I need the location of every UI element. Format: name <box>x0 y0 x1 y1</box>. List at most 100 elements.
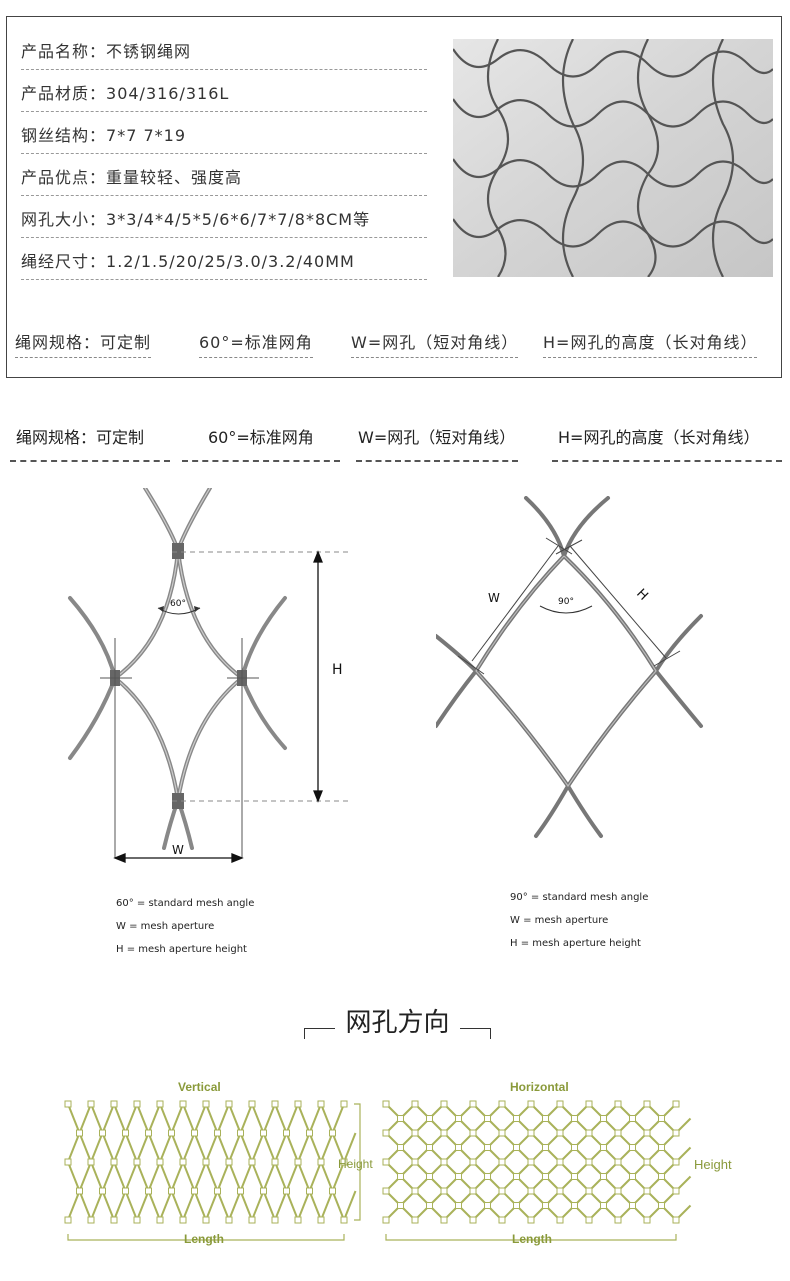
divider <box>182 460 340 462</box>
mesh-node <box>571 1115 578 1122</box>
legend-left: 60° = standard mesh angle W = mesh apert… <box>116 892 254 961</box>
mesh-node <box>672 1216 680 1224</box>
mesh-node <box>672 1187 680 1195</box>
angle-label: 90° <box>558 597 574 607</box>
mesh-node <box>306 1129 313 1137</box>
title-bracket <box>460 1028 491 1039</box>
mesh-node <box>248 1216 256 1224</box>
mesh-node <box>571 1144 578 1151</box>
divider <box>356 460 518 462</box>
mesh-node <box>600 1202 607 1209</box>
divider <box>10 460 170 462</box>
mesh-node <box>455 1115 462 1122</box>
spec-footer-custom: 绳网规格：可定制 <box>15 329 152 358</box>
mesh-node <box>64 1216 72 1224</box>
mesh-node <box>317 1100 325 1108</box>
junction-knot <box>172 543 184 559</box>
spec-value: 3*3/4*4/5*5/6*6/7*7/8*8CM等 <box>106 210 371 229</box>
spec-key: 产品材质： <box>21 84 107 103</box>
title-bracket <box>304 1028 335 1039</box>
mesh-node <box>455 1144 462 1151</box>
mesh-node <box>411 1187 419 1195</box>
vertical-height-label: Height <box>338 1157 373 1171</box>
mesh-node <box>271 1158 279 1166</box>
spec-value: 7*7 7*19 <box>106 126 186 145</box>
mesh-node <box>527 1100 535 1108</box>
h-label: H <box>332 662 343 678</box>
mesh-node <box>542 1173 549 1180</box>
mesh-node <box>585 1158 593 1166</box>
mesh-node <box>455 1173 462 1180</box>
mesh-node <box>294 1158 302 1166</box>
legend-h: H = mesh aperture height <box>116 944 247 955</box>
spec-footer: 绳网规格：可定制 60°=标准网角 W=网孔（短对角线） H=网孔的高度（长对角… <box>13 323 775 359</box>
legend-right: 90° = standard mesh angle W = mesh apert… <box>510 886 648 955</box>
mesh-node <box>110 1158 118 1166</box>
mesh-node <box>643 1158 651 1166</box>
legend-h: H = mesh aperture height <box>510 938 641 949</box>
mesh-node <box>225 1158 233 1166</box>
mesh-node <box>99 1129 106 1137</box>
legend-angle: 60° = standard mesh angle <box>116 898 255 909</box>
w-label: W <box>488 591 500 605</box>
mesh-node <box>340 1100 348 1108</box>
mesh-node <box>99 1187 106 1195</box>
spec-key: 钢丝结构： <box>21 126 107 145</box>
direction-title: 网孔方向 <box>300 1002 495 1042</box>
header2-h: H=网孔的高度（长对角线） <box>558 428 760 447</box>
mesh-node <box>469 1129 477 1137</box>
spec-key: 网孔大小： <box>21 210 107 229</box>
mesh-node <box>571 1202 578 1209</box>
mesh-node <box>469 1187 477 1195</box>
mesh-node <box>411 1158 419 1166</box>
mesh-node <box>426 1115 433 1122</box>
mesh-node <box>498 1100 506 1108</box>
mesh-node <box>469 1216 477 1224</box>
mesh-node <box>527 1129 535 1137</box>
mesh-node <box>426 1173 433 1180</box>
angle-label: 60° <box>170 599 186 609</box>
mesh-node <box>214 1129 221 1137</box>
mesh-node <box>658 1144 665 1151</box>
mesh-node <box>214 1187 221 1195</box>
mesh-node <box>317 1158 325 1166</box>
mesh-node <box>658 1202 665 1209</box>
mesh-node <box>179 1100 187 1108</box>
mesh-node <box>469 1100 477 1108</box>
mesh-node <box>156 1158 164 1166</box>
mesh-node <box>64 1100 72 1108</box>
mesh-node <box>271 1216 279 1224</box>
mesh-node <box>426 1202 433 1209</box>
mesh-node <box>585 1100 593 1108</box>
mesh-node <box>484 1144 491 1151</box>
legend-angle: 90° = standard mesh angle <box>510 892 649 903</box>
mesh-node <box>498 1216 506 1224</box>
mesh-node <box>397 1173 404 1180</box>
w-label: W <box>172 843 184 857</box>
mesh-node <box>672 1100 680 1108</box>
mesh-node <box>248 1100 256 1108</box>
mesh-node <box>294 1216 302 1224</box>
mesh-node <box>411 1216 419 1224</box>
mesh-node <box>542 1202 549 1209</box>
legend-w: W = mesh aperture <box>510 915 609 926</box>
mesh-node <box>397 1144 404 1151</box>
vertical-length-label: Length <box>184 1232 224 1246</box>
mesh-node <box>294 1100 302 1108</box>
mesh-node <box>527 1158 535 1166</box>
mesh-node <box>202 1158 210 1166</box>
header2-custom: 绳网规格：可定制 <box>16 428 145 447</box>
mesh-node <box>440 1216 448 1224</box>
direction-title-text: 网孔方向 <box>345 1008 450 1038</box>
mesh-node <box>498 1187 506 1195</box>
mesh-node <box>283 1187 290 1195</box>
mesh-node <box>513 1202 520 1209</box>
mesh-node <box>556 1158 564 1166</box>
mesh-node <box>426 1144 433 1151</box>
junction-knot <box>172 793 184 809</box>
mesh-node <box>498 1129 506 1137</box>
mesh-node <box>614 1216 622 1224</box>
mesh-node <box>484 1115 491 1122</box>
mesh-node <box>440 1187 448 1195</box>
mesh-node <box>614 1100 622 1108</box>
